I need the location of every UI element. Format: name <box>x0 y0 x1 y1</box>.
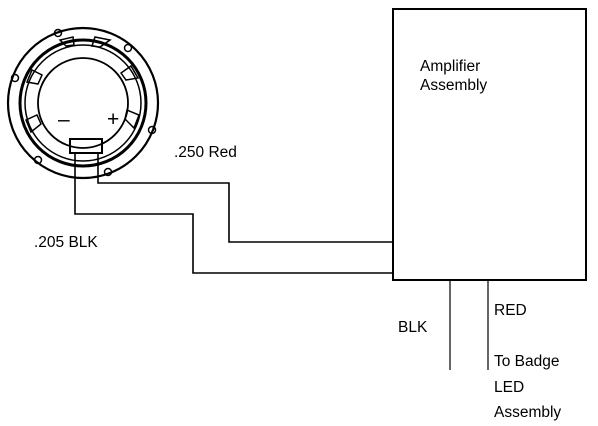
speaker-basket-spokes <box>25 36 140 134</box>
speaker-wires <box>74 153 393 274</box>
black-wire <box>74 153 393 274</box>
black-wire-label: .205 BLK <box>34 234 98 251</box>
red-wire <box>97 153 393 243</box>
speaker-outer-rim <box>6 26 160 180</box>
badge-label-line1: To Badge <box>494 353 560 370</box>
badge-label-line3: Assembly <box>494 404 562 421</box>
amplifier-label-line1: Amplifier <box>420 58 481 75</box>
speaker-positive-label: + <box>107 108 120 131</box>
blk-lead-label: BLK <box>398 319 428 336</box>
speaker <box>6 26 160 180</box>
speaker-terminal <box>69 138 103 154</box>
output-leads <box>449 281 489 370</box>
speaker-negative-label: – <box>58 108 70 131</box>
red-lead-label: RED <box>494 302 527 319</box>
amplifier-box <box>392 8 587 281</box>
amplifier-label: Amplifier Assembly <box>420 57 487 95</box>
amplifier-label-line2: Assembly <box>420 77 488 94</box>
speaker-basket <box>24 44 142 162</box>
speaker-cone <box>37 57 129 149</box>
badge-label-line2: LED <box>494 378 525 396</box>
speaker-inner-rim <box>18 38 148 168</box>
badge-destination-label: To Badge LED Assembly <box>494 349 561 426</box>
red-wire-label: .250 Red <box>174 144 237 161</box>
speaker-mounting-holes <box>10 28 157 177</box>
